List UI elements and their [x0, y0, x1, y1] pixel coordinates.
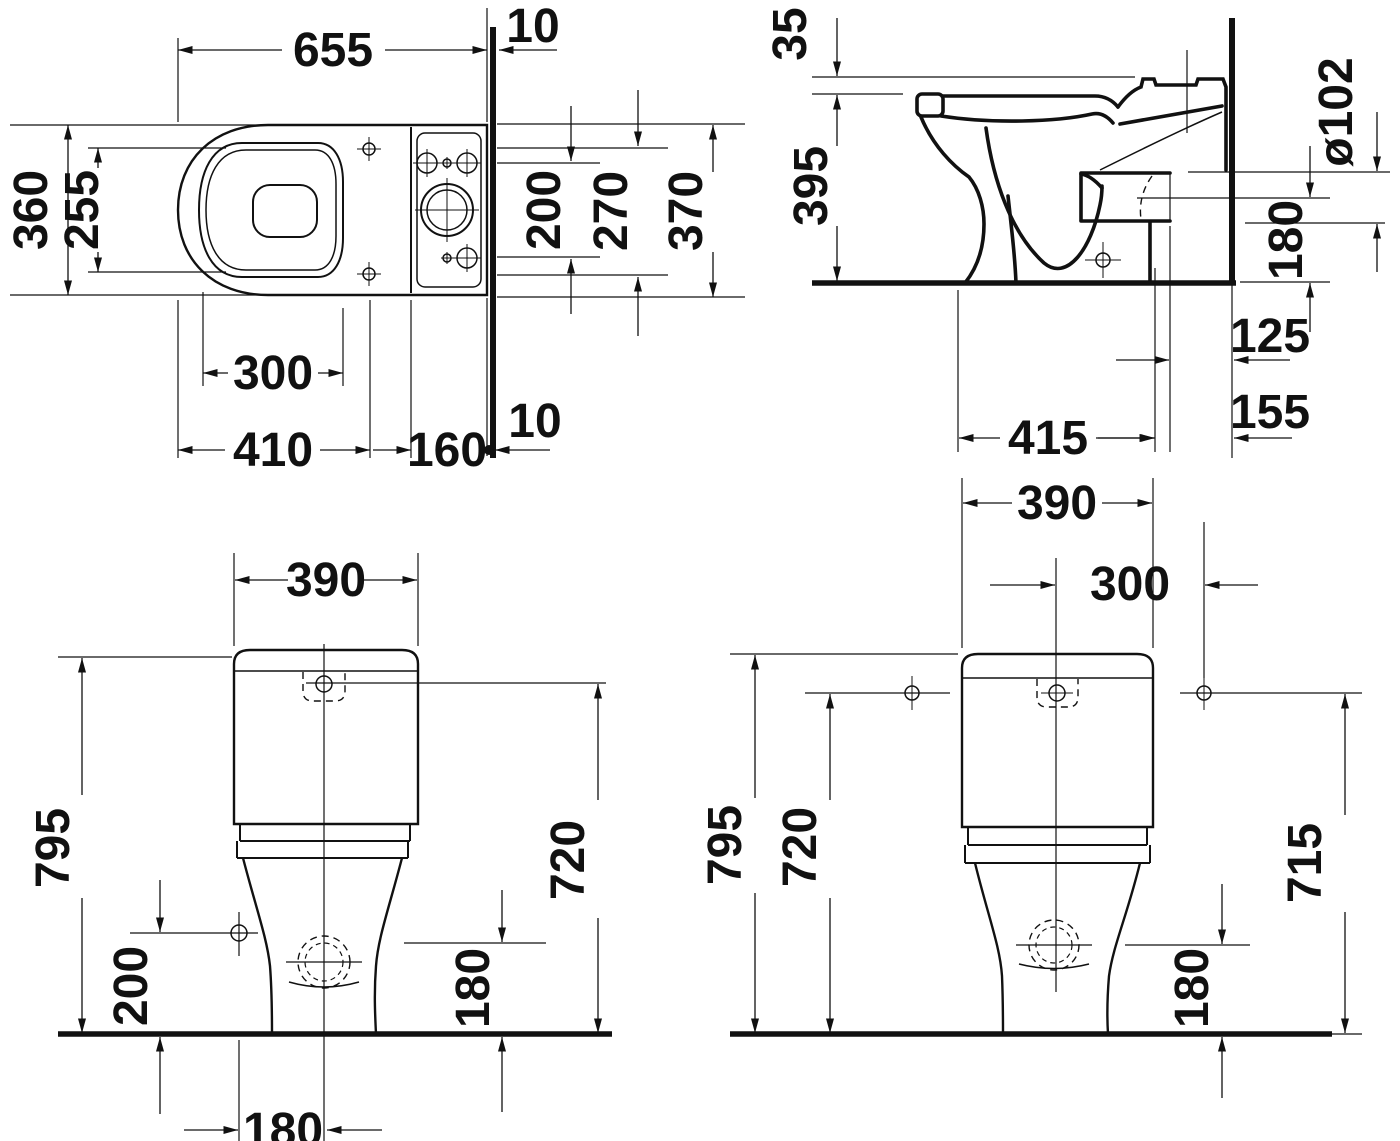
dim-rear-total-height: 795 [699, 805, 752, 885]
dim-plan-front-to-hinge: 410 [233, 424, 313, 477]
dim-front-fixing-to-center: 180 [243, 1104, 323, 1141]
dim-plan-tank-span: 270 [585, 171, 638, 251]
pedestal-front [1006, 194, 1018, 285]
cistern-front [232, 648, 420, 826]
outlet-circle-inner-rear [1035, 926, 1073, 964]
dim-side-foot-depth: 415 [1008, 412, 1088, 465]
dim-plan-gap-bottom: 10 [508, 395, 561, 448]
pedestal-left [241, 857, 274, 1035]
pedestal-left-rear [973, 862, 1005, 1035]
seat-lid-top [941, 94, 1120, 109]
outlet-dashed-curve [1139, 175, 1153, 220]
toilet-rear-outline [904, 652, 1212, 1035]
view-side: 35 395 ø102 180 125 155 415 [764, 7, 1390, 465]
view-rear: 390 300 795 720 715 180 [699, 477, 1362, 1098]
dim-side-lid-drop: 35 [764, 7, 817, 60]
dim-front-outlet-height: 180 [447, 948, 500, 1028]
cistern-profile [1116, 77, 1228, 172]
seat-bumper [915, 92, 945, 118]
dim-rear-tank-top-height: 720 [774, 807, 827, 887]
dim-plan-length: 655 [293, 24, 373, 77]
dim-rear-fixing-height: 715 [1279, 823, 1332, 903]
trap-back [1079, 172, 1104, 190]
dim-plan-seat-width: 255 [56, 170, 109, 250]
drain-opening [252, 184, 318, 238]
view-front: 390 795 720 200 180 180 [27, 553, 612, 1141]
pedestal-right-rear [1106, 862, 1142, 1035]
dim-plan-hinge-to-wall: 160 [407, 424, 487, 477]
dim-plan-width: 360 [5, 170, 58, 250]
front-fixing-hole [230, 924, 248, 942]
dim-rear-center-to-hole: 300 [1090, 558, 1170, 611]
dim-plan-gap-top: 10 [506, 0, 559, 53]
dim-front-total-height: 795 [27, 808, 80, 888]
toilet-front-outline [230, 648, 420, 1035]
dim-plan-holes-span: 200 [518, 170, 571, 250]
dim-plan-drain-width: 300 [233, 347, 313, 400]
toilet-side-profile [915, 77, 1228, 285]
wall-anchor-hole-right [1196, 685, 1212, 701]
dim-front-fixing-height: 200 [105, 946, 158, 1026]
dim-side-bowl-height: 395 [785, 146, 838, 226]
outlet-circle-outer-rear [1028, 919, 1080, 971]
outlet-circle-inner [304, 942, 344, 982]
dim-side-outlet-height: 180 [1260, 200, 1313, 280]
seat-ring-inner [205, 149, 337, 271]
dim-rear-outlet-height: 180 [1166, 948, 1219, 1028]
dim-side-trap-to-wall: 155 [1230, 386, 1310, 439]
dim-side-outlet-diameter: ø102 [1310, 57, 1363, 166]
wall-reference-dot [484, 445, 494, 455]
cistern-rear [960, 652, 1155, 829]
dim-plan-overall-span: 370 [660, 171, 713, 251]
toilet-plan-outline [176, 123, 489, 297]
wall-anchor-hole-left [904, 685, 920, 701]
bowl-front-profile [919, 115, 986, 285]
lid-button-hole [315, 675, 333, 693]
outlet-circle-outer [297, 935, 351, 989]
dim-front-tank-top-height: 720 [542, 820, 595, 900]
bowl-interior [984, 126, 1104, 271]
view-plan: 655 10 360 255 300 410 160 10 200 270 37… [5, 0, 745, 477]
dim-side-outlet-to-wall: 125 [1230, 310, 1310, 363]
seat-ring-outer [197, 142, 344, 278]
seat-underside [939, 111, 1115, 125]
dim-rear-tank-width: 390 [1017, 477, 1097, 530]
pedestal-right [373, 857, 404, 1035]
dim-front-tank-width: 390 [286, 554, 366, 607]
